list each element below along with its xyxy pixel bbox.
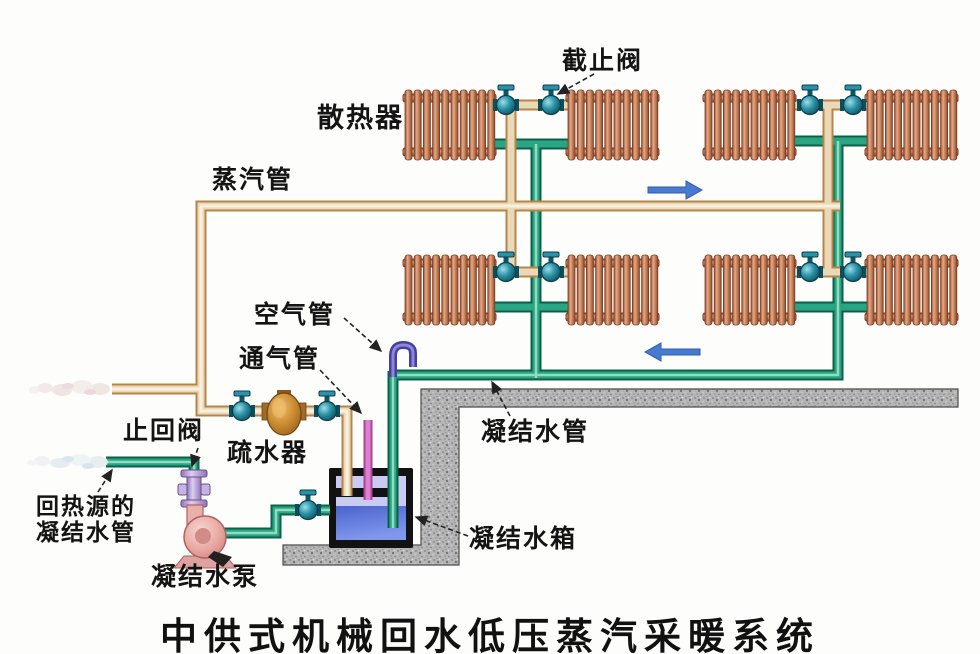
label-condensate-pipe: 凝结水管	[481, 419, 590, 446]
label-air-pipe: 空气管	[254, 302, 336, 329]
label-return-line2: 凝结水管	[36, 520, 136, 546]
label-check-valve: 止回阀	[123, 418, 205, 445]
steam-trap	[261, 390, 307, 436]
flow-arrow-left-icon	[643, 342, 701, 362]
check-valve	[177, 469, 211, 508]
steam-spray	[29, 380, 110, 396]
label-return-to-source: 回热源的 凝结水管	[36, 494, 136, 547]
water-spray	[27, 454, 108, 469]
condensate-piping	[106, 141, 870, 533]
label-steam-trap: 疏水器	[227, 440, 309, 467]
label-leader-lines	[97, 73, 595, 537]
label-vent-pipe: 通气管	[239, 346, 321, 373]
label-steam-pipe: 蒸汽管	[212, 167, 294, 194]
label-return-line1: 回热源的	[36, 494, 136, 519]
label-radiator: 散热器	[317, 103, 404, 133]
label-condensate-pump: 凝结水泵	[151, 564, 260, 591]
flow-arrow-right-icon	[647, 180, 704, 200]
condensate-pump	[172, 504, 238, 569]
diagram-title: 中供式机械回水低压蒸汽采暖系统	[160, 617, 820, 654]
label-stop-valve: 截止阀	[562, 48, 644, 75]
label-condensate-tank: 凝结水箱	[469, 526, 578, 553]
